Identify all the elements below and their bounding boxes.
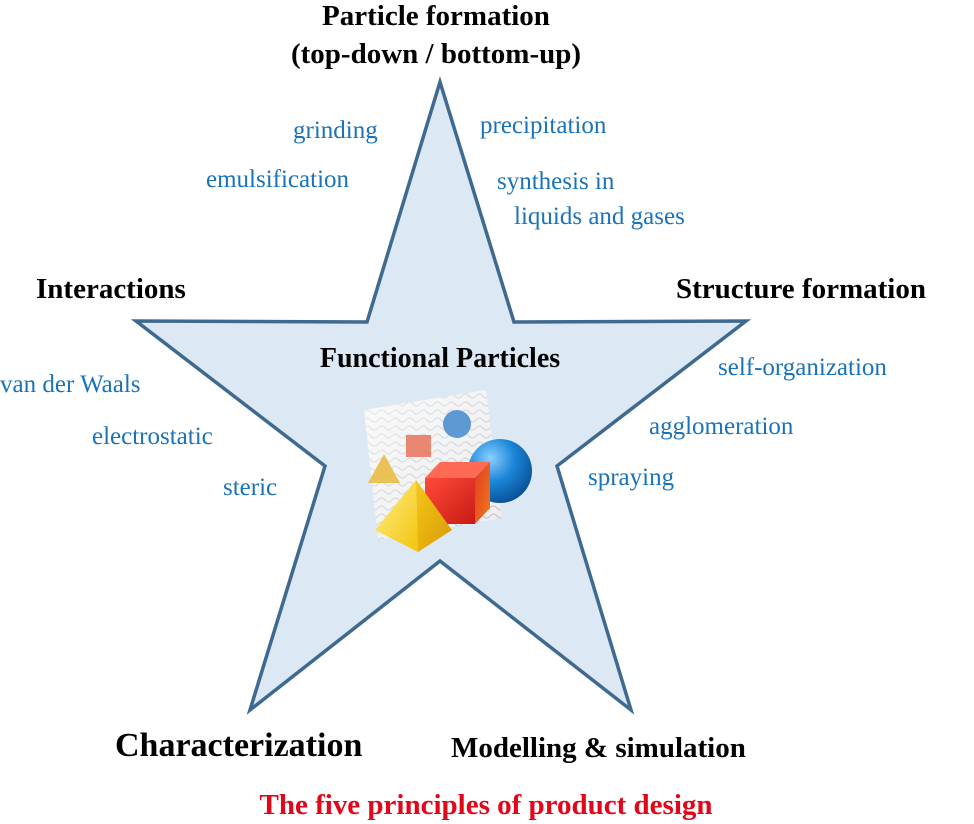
item-grinding: grinding bbox=[293, 117, 378, 144]
item-steric: steric bbox=[223, 474, 278, 501]
heading-particle-formation: Particle formation bbox=[322, 0, 550, 32]
item-self-organization: self-organization bbox=[718, 354, 887, 381]
center-title: Functional Particles bbox=[319, 343, 561, 374]
heading-modelling-simulation: Modelling & simulation bbox=[451, 732, 746, 764]
item-synthesis-line2: liquids and gases bbox=[514, 203, 685, 230]
heading-particle-formation-subtitle: (top-down / bottom-up) bbox=[290, 38, 582, 70]
heading-interactions: Interactions bbox=[36, 273, 186, 305]
star-shape bbox=[130, 76, 752, 715]
item-van-der-waals: van der Waals bbox=[0, 371, 141, 398]
heading-characterization: Characterization bbox=[115, 727, 363, 764]
item-emulsification: emulsification bbox=[206, 166, 350, 193]
item-electrostatic: electrostatic bbox=[92, 423, 213, 450]
particles-illustration bbox=[364, 390, 532, 552]
footer-caption: The five principles of product design bbox=[259, 789, 713, 821]
item-synthesis-line1: synthesis in bbox=[497, 168, 615, 195]
item-agglomeration: agglomeration bbox=[649, 413, 794, 440]
item-precipitation: precipitation bbox=[480, 112, 607, 139]
heading-structure-formation: Structure formation bbox=[676, 273, 926, 305]
item-spraying: spraying bbox=[588, 464, 675, 491]
